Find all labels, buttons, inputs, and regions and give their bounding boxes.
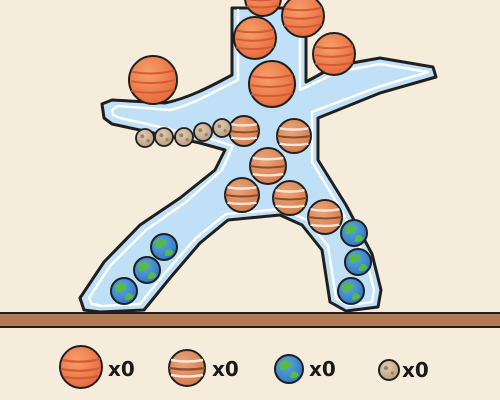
earth-ball (133, 256, 161, 284)
big-orange-planet-ball (312, 32, 356, 76)
striped-planet-ball (276, 118, 312, 154)
big-orange-planet-icon (59, 345, 103, 389)
earth-ball (337, 277, 365, 305)
earth-ball (110, 277, 138, 305)
moon-ball (154, 127, 174, 147)
earth-ball (344, 248, 372, 276)
counter-earth: x0 (274, 354, 336, 384)
striped-planet-ball (307, 199, 343, 235)
big-orange-planet-ball (244, 0, 282, 17)
ground-top-line (0, 312, 500, 314)
counter-big-orange-planet-value: x0 (108, 357, 135, 381)
big-orange-planet-ball (128, 55, 178, 105)
counter-bar: x0 x0 x0 x0 (59, 345, 429, 389)
striped-planet-ball (249, 147, 287, 185)
striped-planet-icon (168, 349, 206, 387)
big-orange-planet-ball (281, 0, 325, 38)
ground-bottom-line (0, 326, 500, 328)
balls-layer (110, 0, 372, 305)
moon-ball (174, 127, 194, 147)
counter-earth-value: x0 (309, 357, 336, 381)
counter-big-orange-planet: x0 (59, 345, 135, 389)
moon-icon (378, 359, 400, 381)
striped-planet-ball (228, 115, 260, 147)
counter-moon: x0 (378, 358, 429, 382)
big-orange-planet-ball (248, 60, 296, 108)
dancer-inner-outline (87, 8, 430, 308)
striped-planet-ball (224, 177, 260, 213)
counter-striped-planet: x0 (168, 349, 239, 387)
moon-ball (193, 122, 213, 142)
counter-striped-planet-value: x0 (212, 357, 239, 381)
earth-ball (150, 233, 178, 261)
earth-icon (274, 354, 304, 384)
moon-ball (135, 128, 155, 148)
counter-moon-value: x0 (402, 358, 429, 382)
big-orange-planet-ball (233, 16, 277, 60)
moon-ball (212, 118, 232, 138)
striped-planet-ball (272, 180, 308, 216)
ground-bar (0, 314, 500, 326)
earth-ball (340, 219, 368, 247)
